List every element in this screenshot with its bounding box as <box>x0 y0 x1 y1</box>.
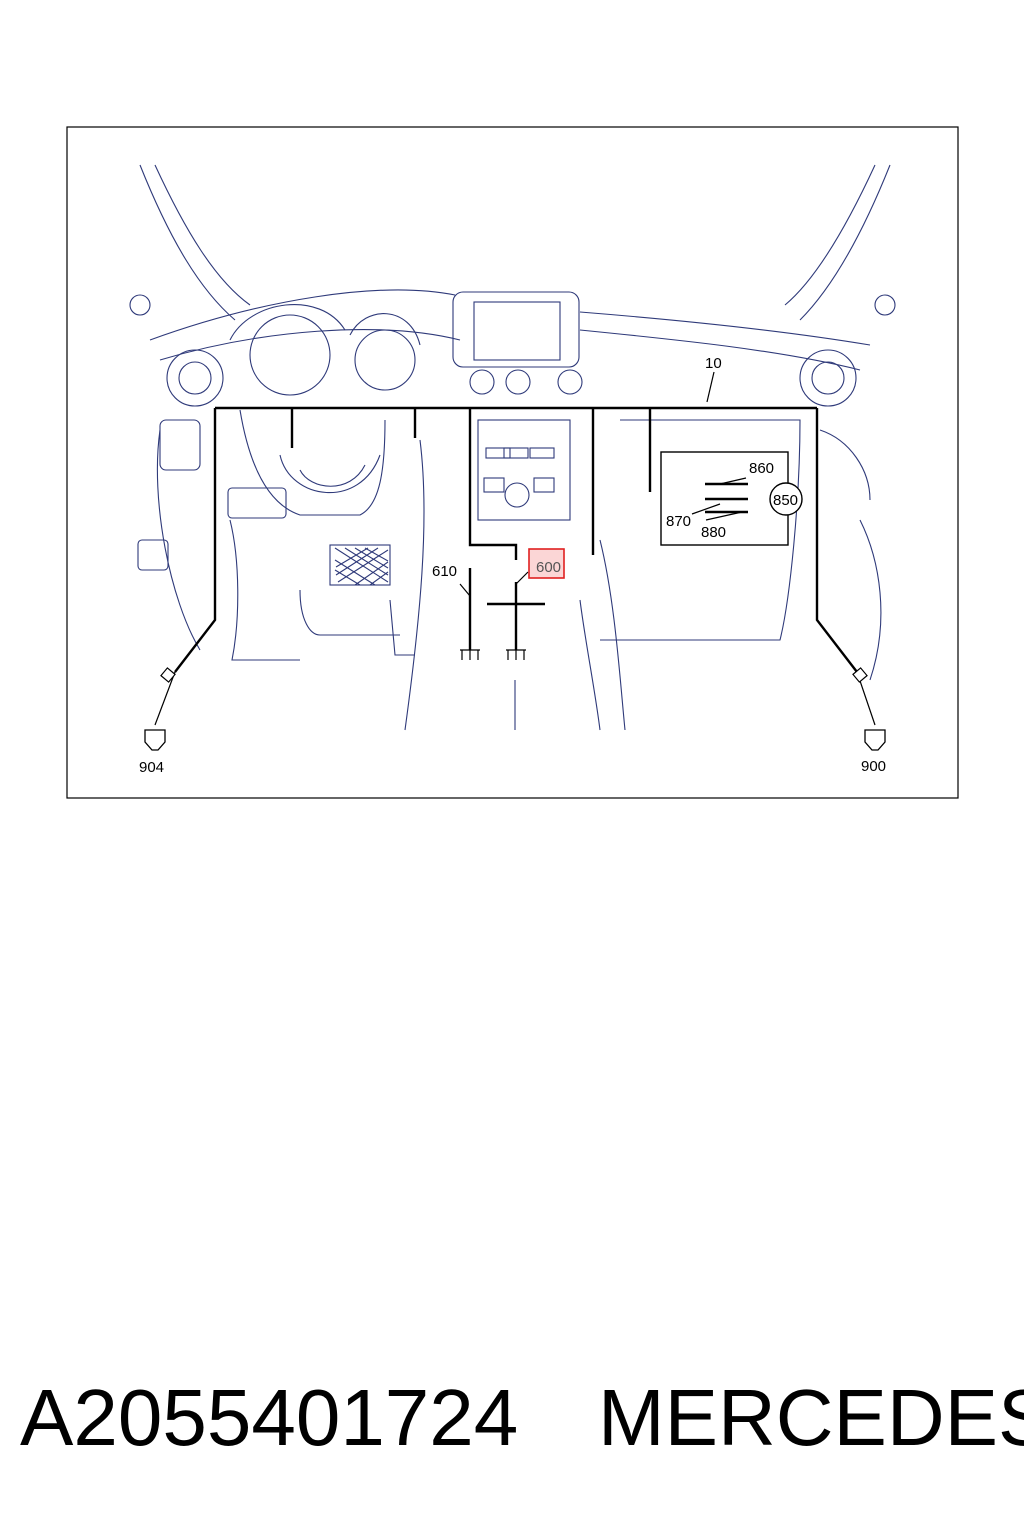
dashboard-line-art <box>129 164 896 731</box>
label-harness-10: 10 <box>705 355 722 372</box>
callout-circle-850 <box>769 482 803 516</box>
wiring-harness-diagram: 10 610 600 860 850 870 880 904 900 <box>66 126 959 799</box>
center-display <box>452 291 580 368</box>
harness-lines <box>144 371 886 751</box>
label-880: 880 <box>701 524 726 541</box>
label-610: 610 <box>432 563 457 580</box>
label-850: 850 <box>773 492 798 509</box>
label-860: 860 <box>749 460 774 477</box>
part-number: A2055401724 <box>20 1373 519 1462</box>
connector-900-icon <box>864 729 886 751</box>
connector-904-icon <box>144 729 166 751</box>
highlight-box-600[interactable] <box>528 548 565 579</box>
label-870: 870 <box>666 513 691 530</box>
label-connector-900: 900 <box>861 758 886 775</box>
diagram-frame <box>66 126 959 799</box>
label-600[interactable]: 600 <box>536 559 561 576</box>
caption: A2055401724 MERCEDES <box>20 1368 1024 1478</box>
label-connector-904: 904 <box>139 759 164 776</box>
brand-name: MERCEDES <box>598 1373 1024 1462</box>
